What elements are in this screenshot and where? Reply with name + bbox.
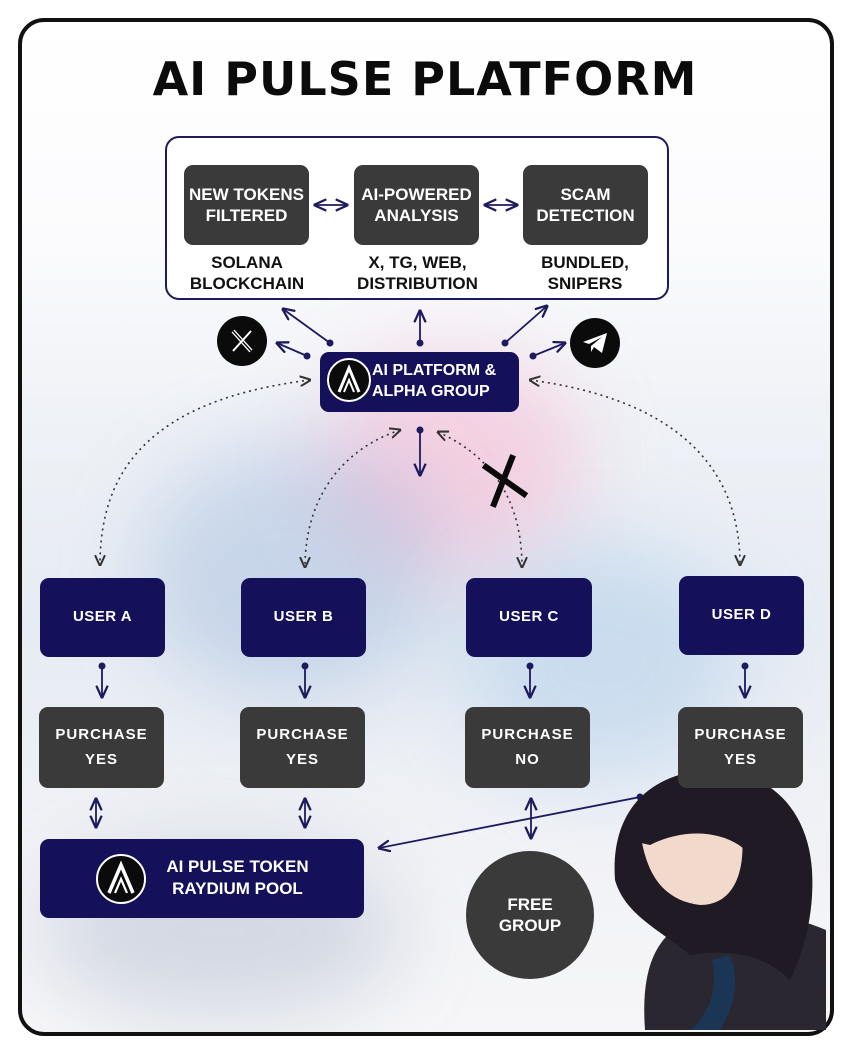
ai-pulse-logo-icon: [327, 358, 371, 402]
stage-scam-detection: SCAM DETECTION: [523, 165, 648, 245]
ai-pulse-token-pool-node: AI PULSE TOKEN RAYDIUM POOL: [40, 839, 364, 918]
hub-to-panel-arrow: [283, 309, 331, 344]
hub-to-panel-arrow: [504, 306, 547, 344]
user-c-purchase-node: PURCHASE NO: [465, 707, 590, 788]
hub-to-user-b-dotted-link: [305, 430, 400, 567]
hub-to-user-c-dotted-link: [438, 432, 522, 567]
user-d-purchase-node: PURCHASE YES: [678, 707, 803, 788]
page-title: AI PULSE PLATFORM: [152, 52, 698, 106]
ai-platform-alpha-group-node: AI PLATFORM & ALPHA GROUP: [320, 352, 519, 412]
anime-girl-illustration: [614, 769, 826, 1030]
user-b-node: USER B: [241, 578, 366, 657]
stage-new-tokens-filtered: NEW TOKENS FILTERED: [184, 165, 309, 245]
free-group-node: FREE GROUP: [466, 851, 594, 979]
user-c-node: USER C: [466, 578, 592, 657]
stage-ai-powered-analysis: AI-POWERED ANALYSIS: [354, 165, 479, 245]
user-d-to-token-arrow: [379, 796, 641, 848]
blocked-cross-icon: [481, 454, 529, 508]
x-logo-icon: [217, 316, 267, 366]
stage-caption-solana: SOLANA BLOCKCHAIN: [189, 253, 305, 293]
stage-caption-distribution: X, TG, WEB, DISTRIBUTION: [357, 253, 478, 293]
hub-to-telegram-arrow: [532, 343, 565, 357]
hub-to-x-arrow: [277, 343, 308, 357]
hub-to-user-d-dotted-link: [530, 380, 740, 565]
stage-caption-snipers: BUNDLED, SNIPERS: [541, 253, 629, 293]
hub-to-user-a-dotted-link: [100, 380, 310, 565]
hub-label: AI PLATFORM & ALPHA GROUP: [372, 362, 497, 400]
user-a-purchase-node: PURCHASE YES: [39, 707, 164, 788]
user-a-node: USER A: [40, 578, 165, 657]
ai-pulse-logo-icon: [96, 854, 146, 904]
token-pool-label: AI PULSE TOKEN RAYDIUM POOL: [166, 857, 309, 899]
user-b-purchase-node: PURCHASE YES: [240, 707, 365, 788]
user-d-node: USER D: [679, 576, 804, 655]
telegram-icon: [570, 318, 620, 368]
